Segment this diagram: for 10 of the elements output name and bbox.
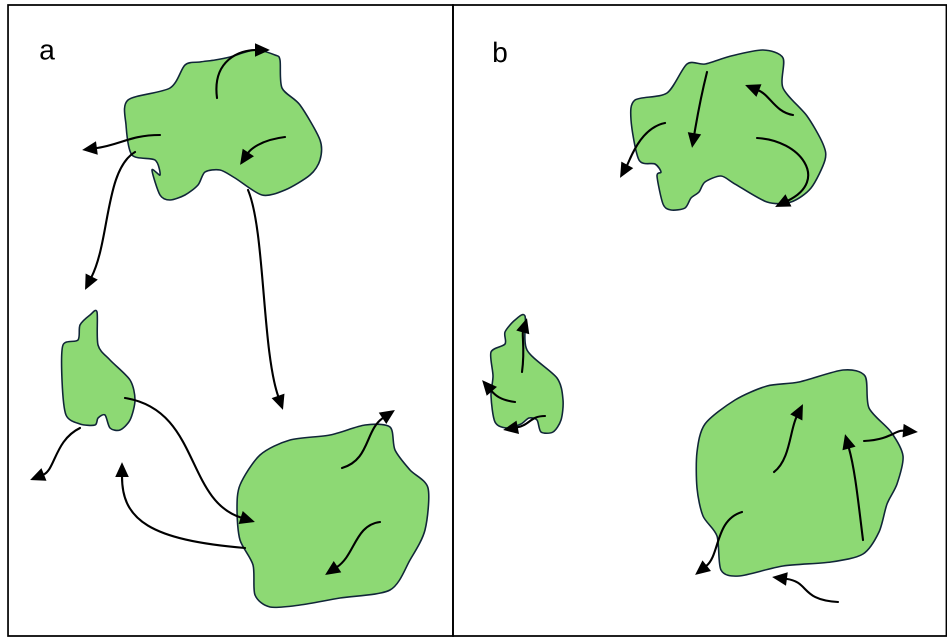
- panel-label: a: [40, 44, 55, 60]
- blob: [630, 49, 827, 211]
- panel-label: b: [494, 42, 507, 62]
- blob: [490, 314, 564, 434]
- blob: [124, 49, 322, 201]
- blob: [695, 369, 904, 577]
- panel: [7, 4, 454, 637]
- blob: [60, 310, 136, 432]
- blob: [236, 423, 430, 608]
- panel: [452, 4, 947, 637]
